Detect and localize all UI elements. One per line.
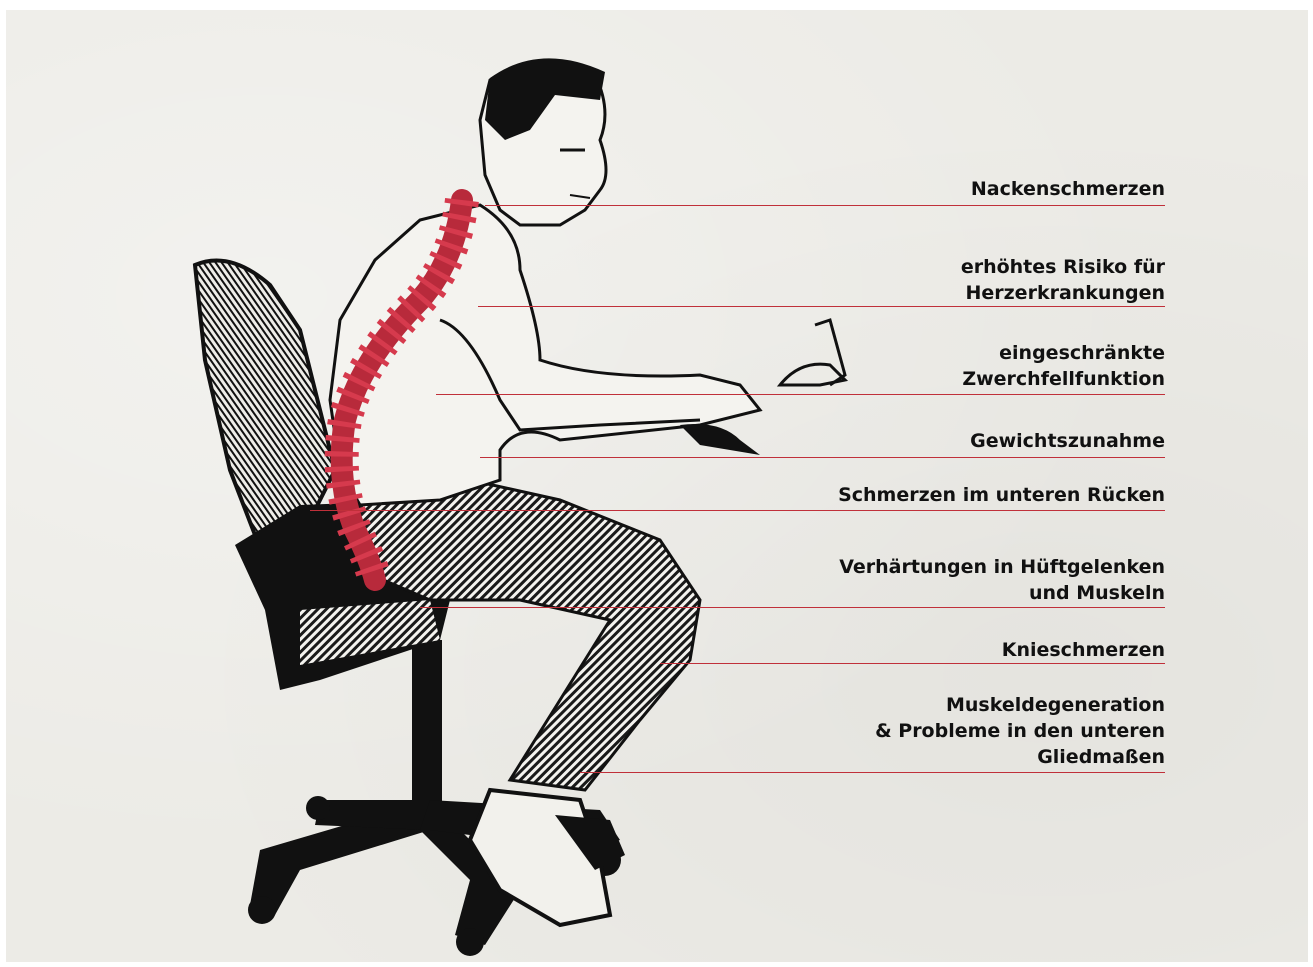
annotation-diaphragm: eingeschränkte Zwerchfellfunktion xyxy=(962,340,1165,392)
annotation-line-neck xyxy=(485,205,1165,206)
annotation-knee: Knieschmerzen xyxy=(1002,637,1165,663)
annotation-lower-back: Schmerzen im unteren Rücken xyxy=(838,482,1165,508)
annotation-hip: Verhärtungen in Hüftgelenken und Muskeln xyxy=(839,554,1165,606)
annotation-muscle: Muskeldegeneration & Probleme in den unt… xyxy=(875,692,1165,770)
annotation-weight: Gewichtszunahme xyxy=(970,428,1165,454)
annotation-line-weight xyxy=(480,457,1165,458)
annotation-line-heart xyxy=(478,306,1165,307)
annotation-line-lower-back xyxy=(310,510,1165,511)
annotation-line-knee xyxy=(660,663,1165,664)
annotation-heart: erhöhtes Risiko für Herzerkrankungen xyxy=(961,254,1165,306)
annotation-line-muscle xyxy=(580,772,1165,773)
annotation-neck: Nackenschmerzen xyxy=(971,176,1165,202)
annotation-line-diaphragm xyxy=(436,394,1165,395)
chair-back xyxy=(195,261,335,536)
annotation-line-hip xyxy=(420,607,1165,608)
head xyxy=(480,58,606,225)
